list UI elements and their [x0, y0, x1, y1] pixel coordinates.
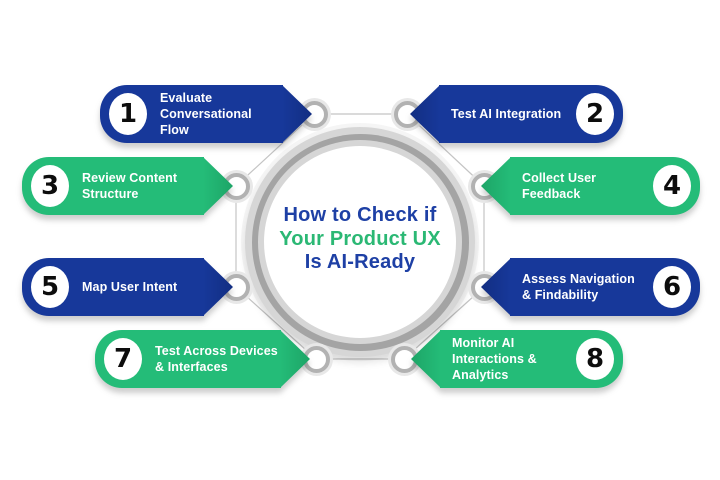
step-banner-4: Collect User Feedback 4: [481, 157, 700, 215]
step-banner-6: Assess Navigation & Findability 6: [481, 258, 700, 316]
step-label: Assess Navigation & Findability: [522, 272, 635, 302]
step-label: Map User Intent: [82, 280, 178, 294]
title-line-2: Your Product UX: [279, 227, 441, 250]
center-ring-face: [264, 146, 456, 338]
step-number-badge: 1: [109, 93, 147, 135]
chevron-right-icon: [280, 330, 310, 388]
step-number-badge: 2: [576, 93, 614, 135]
step-banner-8: Monitor AI Interactions & Analytics 8: [411, 330, 623, 388]
step-number-badge: 7: [104, 338, 142, 380]
step-label: Review Content Structure: [82, 171, 178, 201]
chevron-right-icon: [203, 258, 233, 316]
chevron-left-icon: [481, 258, 511, 316]
chevron-left-icon: [410, 85, 440, 143]
chevron-right-icon: [282, 85, 312, 143]
step-number-badge: 5: [31, 266, 69, 308]
chevron-left-icon: [411, 330, 441, 388]
step-number-badge: 3: [31, 165, 69, 207]
step-label: Evaluate Conversational Flow: [160, 91, 252, 137]
step-banner-3: 3 Review Content Structure: [22, 157, 233, 215]
step-banner-7: 7 Test Across Devices & Interfaces: [95, 330, 310, 388]
step-number-badge: 4: [653, 165, 691, 207]
step-banner-5: 5 Map User Intent: [22, 258, 233, 316]
step-label: Test Across Devices & Interfaces: [155, 344, 278, 374]
step-label: Monitor AI Interactions & Analytics: [452, 336, 537, 382]
step-banner-1: 1 Evaluate Conversational Flow: [100, 85, 312, 143]
diagram-title: How to Check if Your Product UX Is AI-Re…: [250, 204, 470, 275]
step-label: Collect User Feedback: [522, 171, 597, 201]
chevron-right-icon: [203, 157, 233, 215]
title-line-1: How to Check if: [283, 204, 437, 226]
step-banner-2: Test AI Integration 2: [410, 85, 623, 143]
step-label: Test AI Integration: [451, 107, 562, 121]
title-line-3: Is AI-Ready: [304, 251, 416, 273]
step-number-badge: 6: [653, 266, 691, 308]
step-number-badge: 8: [576, 338, 614, 380]
chevron-left-icon: [481, 157, 511, 215]
